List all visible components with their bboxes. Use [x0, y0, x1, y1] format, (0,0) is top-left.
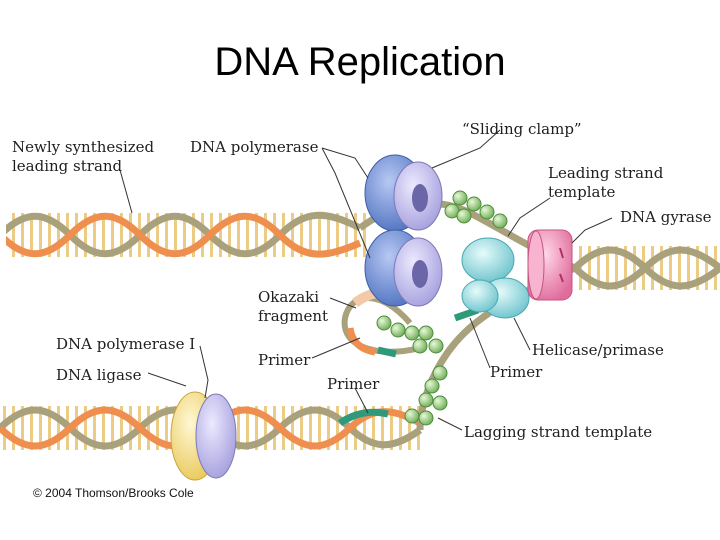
helicase-primase	[461, 237, 530, 319]
label-dna-polymerase: DNA polymerase	[190, 138, 319, 156]
label-newly-synthesized: Newly synthesized leading strand	[12, 138, 155, 175]
leader-lines	[119, 129, 613, 431]
replication-figure	[0, 129, 720, 481]
dna-polymerase-I	[170, 391, 237, 481]
label-sliding-clamp: “Sliding clamp”	[462, 120, 582, 138]
label-primer-left: Primer	[258, 351, 311, 369]
dna-polymerase-complex	[364, 154, 443, 307]
slide-title: DNA Replication	[214, 40, 506, 84]
label-lagging-template: Lagging strand template	[464, 423, 653, 441]
label-helicase-primase: Helicase/primase	[532, 341, 664, 359]
leading-helix	[0, 208, 370, 268]
ssb-proteins	[376, 190, 508, 426]
label-dna-gyrase: DNA gyrase	[620, 208, 712, 226]
label-leading-template: Leading strand template	[548, 164, 664, 201]
copyright-notice: © 2004 Thomson/Brooks Cole	[33, 486, 194, 500]
label-primer-right: Primer	[490, 363, 543, 381]
replication-diagram: Newly synthesized leading strand DNA pol…	[0, 118, 720, 503]
parental-helix	[572, 246, 720, 290]
label-primer-middle: Primer	[327, 375, 380, 393]
dna-gyrase	[527, 229, 573, 301]
label-dna-ligase: DNA ligase	[56, 366, 142, 384]
label-okazaki: Okazaki fragment	[258, 288, 329, 325]
label-dna-polymerase-I: DNA polymerase I	[56, 335, 196, 353]
